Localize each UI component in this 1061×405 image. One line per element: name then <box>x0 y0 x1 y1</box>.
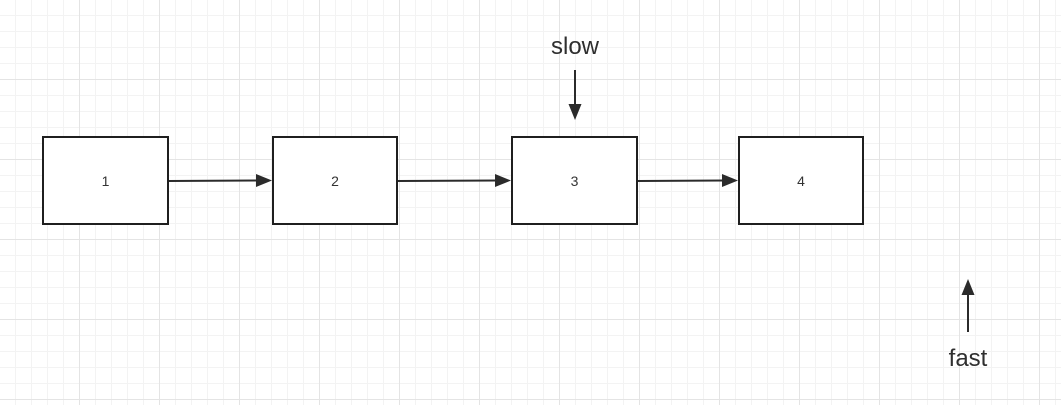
list-node-1: 1 <box>42 136 169 225</box>
list-node-3: 3 <box>511 136 638 225</box>
list-node-4: 4 <box>738 136 864 225</box>
list-node-4-label: 4 <box>797 173 805 189</box>
fast-pointer: fast <box>949 279 988 372</box>
list-node-2-box <box>272 136 398 225</box>
edge-1-to-2-arrowhead <box>256 174 272 187</box>
edge-2-to-3 <box>397 174 511 187</box>
edge-3-to-4 <box>637 174 738 187</box>
fast-pointer-label: fast <box>949 345 988 372</box>
slow-pointer: slow <box>551 33 600 120</box>
slow-pointer-label: slow <box>551 33 600 60</box>
fast-pointer-arrowhead <box>961 279 975 295</box>
edge-2-to-3-arrowhead <box>495 174 511 187</box>
list-node-1-box <box>42 136 169 225</box>
edge-3-to-4-line <box>637 179 725 182</box>
slow-pointer-arrowhead <box>568 104 582 120</box>
list-node-2: 2 <box>272 136 398 225</box>
list-node-3-box <box>511 136 638 225</box>
edge-3-to-4-arrowhead <box>722 174 738 187</box>
edge-1-to-2-line <box>168 179 259 182</box>
list-node-2-label: 2 <box>331 173 339 189</box>
edge-1-to-2 <box>168 174 272 187</box>
list-node-3-label: 3 <box>571 173 579 189</box>
edge-2-to-3-line <box>397 179 498 182</box>
list-node-1-label: 1 <box>102 173 110 189</box>
list-node-4-box <box>738 136 864 225</box>
